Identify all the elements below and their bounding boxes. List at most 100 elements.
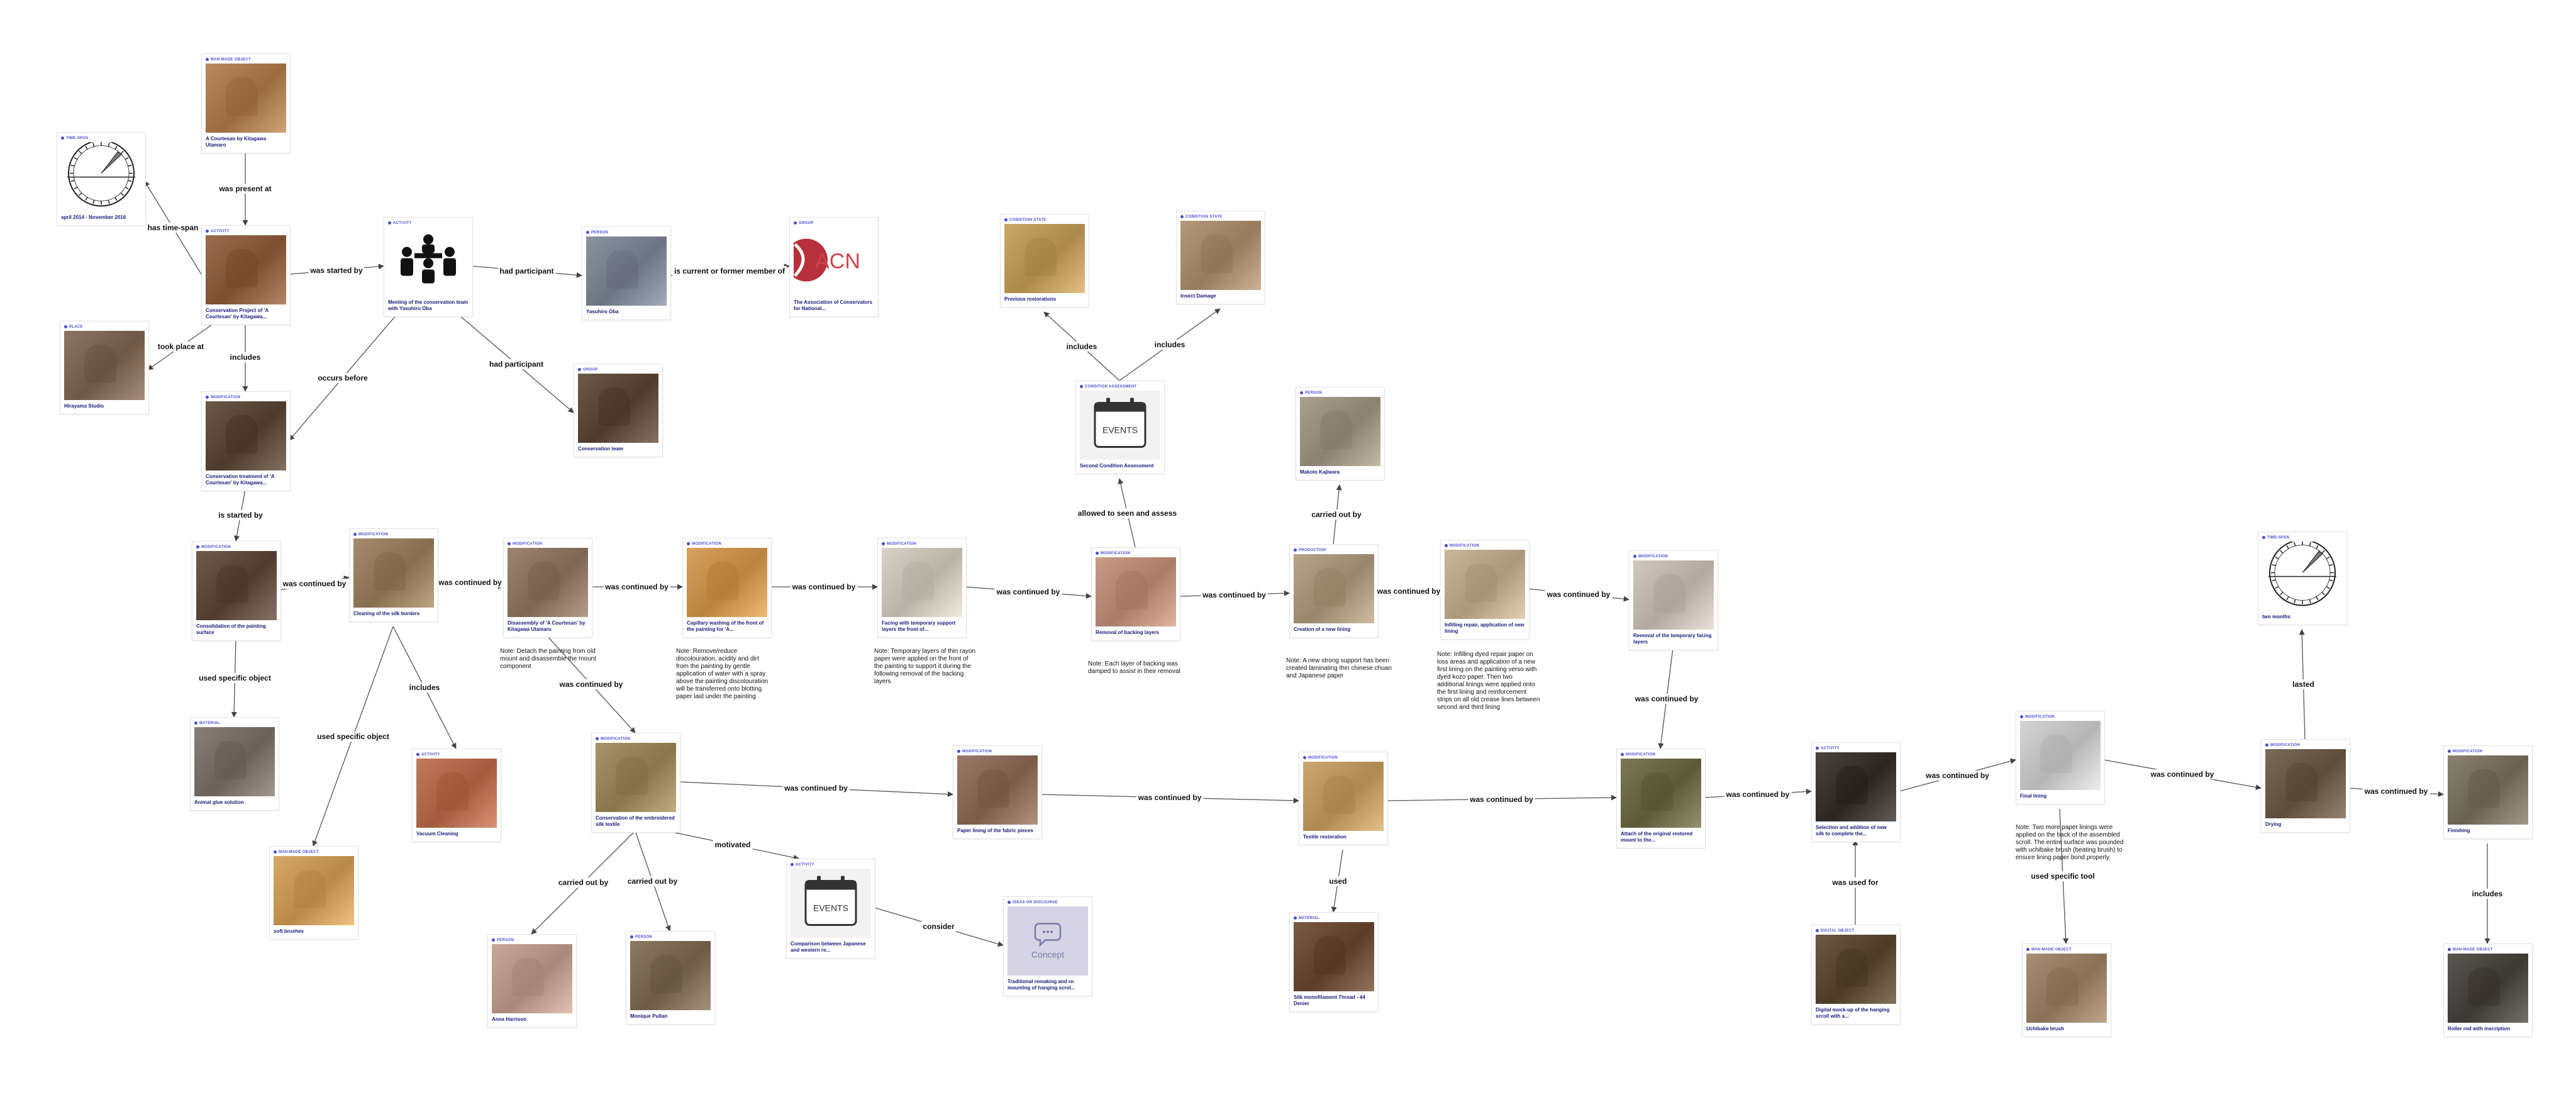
node-infill[interactable]: MODIFICATION Infilling repair, applicati… — [1440, 540, 1530, 640]
node-title[interactable]: Drying — [2265, 821, 2282, 828]
node-span2[interactable]: TIME-SPAN two months — [2258, 532, 2347, 626]
node-title[interactable]: Finishing — [2448, 828, 2470, 834]
node-treat[interactable]: MODIFICATION Conservation treatment of '… — [201, 391, 291, 492]
node-act1[interactable]: ACTIVITY Conservation Project of 'A Cour… — [201, 225, 291, 326]
node-paperlin[interactable]: MODIFICATION Paper lining of the fabric … — [953, 745, 1042, 840]
node-clean[interactable]: MODIFICATION Cleaning of the silk border… — [349, 528, 438, 623]
type-dot-icon — [1080, 385, 1083, 388]
node-digital[interactable]: DIGITAL OBJECT Digital mock-up of the ha… — [1811, 925, 1901, 1025]
node-title[interactable]: Second Condition Assessment — [1080, 463, 1154, 469]
node-team[interactable]: GROUP Conservation team — [574, 364, 663, 458]
node-title[interactable]: Textile restoration — [1303, 834, 1346, 840]
node-pullan[interactable]: PERSON Monique Pullan — [626, 931, 715, 1025]
node-meet[interactable]: ACTIVITY Meeting of the conservation tea… — [384, 217, 473, 318]
node-consol[interactable]: MODIFICATION Consolidation of the painti… — [192, 541, 281, 642]
node-title[interactable]: Removal of backing layers — [1096, 630, 1159, 636]
node-title[interactable]: Disassembly of 'A Courtesan' by Kitagawa… — [508, 620, 586, 633]
node-uchibake[interactable]: MAN-MADE OBJECT Uchibake brush — [2022, 943, 2111, 1038]
node-final[interactable]: MODIFICATION Final lining — [2016, 711, 2105, 805]
node-disasm[interactable]: MODIFICATION Disassembly of 'A Courtesan… — [503, 538, 592, 638]
node-title[interactable]: Paper lining of the fabric pieces — [957, 828, 1033, 834]
node-note: Note: Temporary layers of thin rayon pap… — [874, 648, 976, 685]
node-title[interactable]: Makoto Kajiwara — [1300, 469, 1340, 476]
node-title[interactable]: Conservation of the embroidered silk tex… — [596, 815, 675, 828]
node-brush[interactable]: MAN-MADE OBJECT soft brushes — [269, 846, 358, 940]
node-title[interactable]: Final lining — [2020, 793, 2047, 799]
node-type-text: MODIFICATION — [601, 737, 631, 742]
node-vacuum[interactable]: ACTIVITY Vacuum Cleaning — [412, 749, 501, 843]
node-title[interactable]: Animal glue solution — [194, 799, 244, 806]
edge-label: was continued by — [1545, 589, 1613, 599]
node-title[interactable]: Infilling repair, application of new lin… — [1445, 622, 1524, 635]
node-compar[interactable]: ACTIVITY EVENTS Comparison between Japan… — [786, 859, 875, 959]
node-cs2[interactable]: CONDITION STATE Insect Damage — [1176, 211, 1265, 305]
node-title[interactable]: Consolidation of the painting surface — [196, 623, 266, 636]
node-oba[interactable]: PERSON Yasuhiro Oba — [582, 226, 671, 321]
node-title[interactable]: A Courtesan by Kitagawa Utamaro — [206, 136, 267, 148]
node-type-text: TIME-SPAN — [66, 136, 89, 141]
node-title[interactable]: Capillary washing of the front of the pa… — [687, 620, 764, 633]
node-title[interactable]: Meeting of the conservation team with Ya… — [388, 299, 469, 312]
node-finish[interactable]: MODIFICATION Finishing — [2443, 745, 2533, 840]
node-glue[interactable]: MATERIAL Animal glue solution — [190, 717, 279, 811]
person-image — [586, 237, 667, 306]
node-remtemp[interactable]: MODIFICATION Removal of the temporary fa… — [1629, 550, 1718, 651]
node-title[interactable]: Traditional remaking and re-mounting of … — [1008, 979, 1075, 991]
node-place[interactable]: PLACE Hirayama Studio — [60, 321, 149, 415]
node-attach[interactable]: MODIFICATION Attach of the original rest… — [1616, 749, 1706, 849]
node-drying[interactable]: MODIFICATION Drying — [2261, 739, 2350, 833]
node-title[interactable]: Previous restorations — [1004, 296, 1057, 303]
node-textile[interactable]: MODIFICATION Textile restoration — [1299, 752, 1388, 846]
node-title[interactable]: Insect Damage — [1180, 293, 1216, 299]
node-title[interactable]: Anna Harrison — [492, 1016, 527, 1023]
node-title[interactable]: Removal of the temporary facing layers — [1633, 633, 1712, 645]
node-title[interactable]: Selection and addition of new silk to co… — [1816, 825, 1887, 837]
node-title[interactable]: Conservation treatment of 'A Courtesan' … — [206, 474, 275, 486]
node-title[interactable]: Conservation team — [578, 446, 624, 452]
node-title[interactable]: The Association of Conservators for Nati… — [794, 299, 873, 312]
node-title[interactable]: Cleaning of the silk borders — [353, 611, 420, 617]
node-title[interactable]: Conservation Project of 'A Courtesan' by… — [206, 308, 269, 320]
node-title[interactable]: Roller rod with inscription — [2448, 1026, 2511, 1032]
node-title[interactable]: Yasuhiro Oba — [586, 309, 619, 315]
node-removal[interactable]: MODIFICATION Removal of backing layers — [1091, 547, 1180, 642]
node-title[interactable]: Comparison between Japanese and western … — [791, 941, 866, 954]
node-title[interactable]: Monique Pullan — [630, 1013, 668, 1020]
node-newlin[interactable]: PRODUCTION Creation of a new lining — [1289, 544, 1379, 638]
node-obj1[interactable]: MAN-MADE OBJECT A Courtesan by Kitagawa … — [201, 53, 291, 154]
node-type-label: MODIFICATION — [2016, 711, 2104, 721]
node-title[interactable]: Vacuum Cleaning — [416, 831, 458, 837]
node-acn[interactable]: GROUP ACN The Association of Conservator… — [789, 217, 879, 318]
type-dot-icon — [508, 542, 511, 545]
node-roller[interactable]: MAN-MADE OBJECT Roller rod with inscript… — [2443, 943, 2533, 1038]
node-select[interactable]: ACTIVITY Selection and addition of new s… — [1811, 742, 1901, 843]
node-title[interactable]: two months — [2262, 614, 2290, 620]
node-embro[interactable]: MODIFICATION Conservation of the embroid… — [591, 733, 680, 833]
node-facing[interactable]: MODIFICATION Facing with temporary suppo… — [877, 538, 967, 638]
node-type-text: PLACE — [69, 325, 83, 330]
node-title[interactable]: Hirayama Studio — [64, 403, 104, 409]
node-title[interactable]: april 2014 - November 2016 — [61, 214, 126, 221]
type-dot-icon — [1633, 555, 1636, 558]
node-type-text: MODIFICATION — [1626, 753, 1656, 757]
embroidery-image — [596, 743, 676, 813]
node-assess[interactable]: CONDITION ASSESSMENT EVENTS Second Condi… — [1075, 381, 1165, 475]
node-span1[interactable]: TIME-SPAN april 2014 - November 2016 — [57, 132, 146, 226]
edge-label: used — [1327, 876, 1349, 886]
node-cs1[interactable]: CONDITION STATE Previous restorations — [1000, 214, 1089, 308]
node-title[interactable]: Uchibake brush — [2026, 1026, 2065, 1032]
node-kajiwara[interactable]: PERSON Makoto Kajiwara — [1296, 387, 1385, 481]
node-title[interactable]: Attach of the original restored mount to… — [1621, 831, 1693, 843]
node-title[interactable]: soft brushes — [274, 928, 304, 935]
node-concept[interactable]: IDEAS OR DISCOURSE Concept Traditional r… — [1003, 896, 1092, 997]
edge-label: is started by — [216, 510, 265, 520]
node-title[interactable]: Silk monofilament Thread - 44 Denier — [1294, 994, 1365, 1007]
node-title[interactable]: Facing with temporary support layers the… — [882, 620, 956, 633]
roller-image — [2448, 954, 2528, 1023]
node-thread[interactable]: MATERIAL Silk monofilament Thread - 44 D… — [1289, 912, 1379, 1013]
node-title[interactable]: Digital mock-up of the hanging scroll wi… — [1816, 1007, 1890, 1020]
node-title[interactable]: Creation of a new lining — [1294, 626, 1351, 633]
node-capil[interactable]: MODIFICATION Capillary washing of the fr… — [682, 538, 772, 638]
node-harrison[interactable]: PERSON Anna Harrison — [487, 934, 577, 1028]
